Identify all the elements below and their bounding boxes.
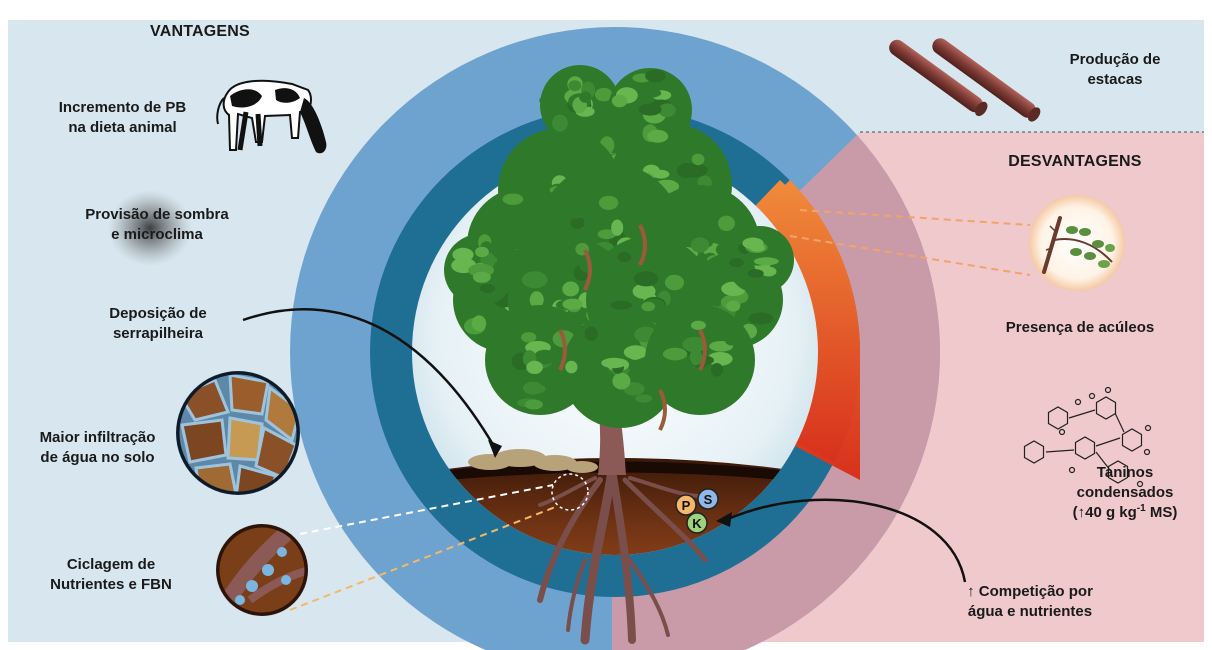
nutrient-badge-p: P	[676, 495, 696, 515]
label-nutrient-cycling: Ciclagem de Nutrientes e FBN	[36, 555, 186, 595]
disadvantages-header: DESVANTAGENS	[975, 152, 1175, 172]
nutrient-badge-s: S	[698, 489, 718, 509]
svg-text:S: S	[704, 492, 713, 507]
thorny-branch-icon	[1029, 195, 1125, 291]
label-infiltration: Maior infiltração de água no solo	[20, 428, 175, 468]
label-litter: Deposição de serrapilheira	[88, 304, 228, 344]
svg-text:K: K	[692, 516, 702, 531]
label-tannins: Taninos condensados (↑40 g kg-1 MS)	[1045, 463, 1205, 523]
label-competition: ↑ Competição por água e nutrientes	[930, 582, 1130, 622]
label-thorns: Presença de acúleos	[990, 318, 1170, 338]
svg-text:P: P	[682, 498, 691, 513]
label-stakes: Produção de estacas	[1040, 50, 1190, 90]
label-shade: Provisão de sombra e microclima	[72, 205, 242, 245]
advantages-header: VANTAGENS	[115, 22, 285, 42]
nutrient-badge-k: K	[687, 513, 707, 533]
label-crude-protein: Incremento de PB na dieta animal	[30, 98, 215, 138]
